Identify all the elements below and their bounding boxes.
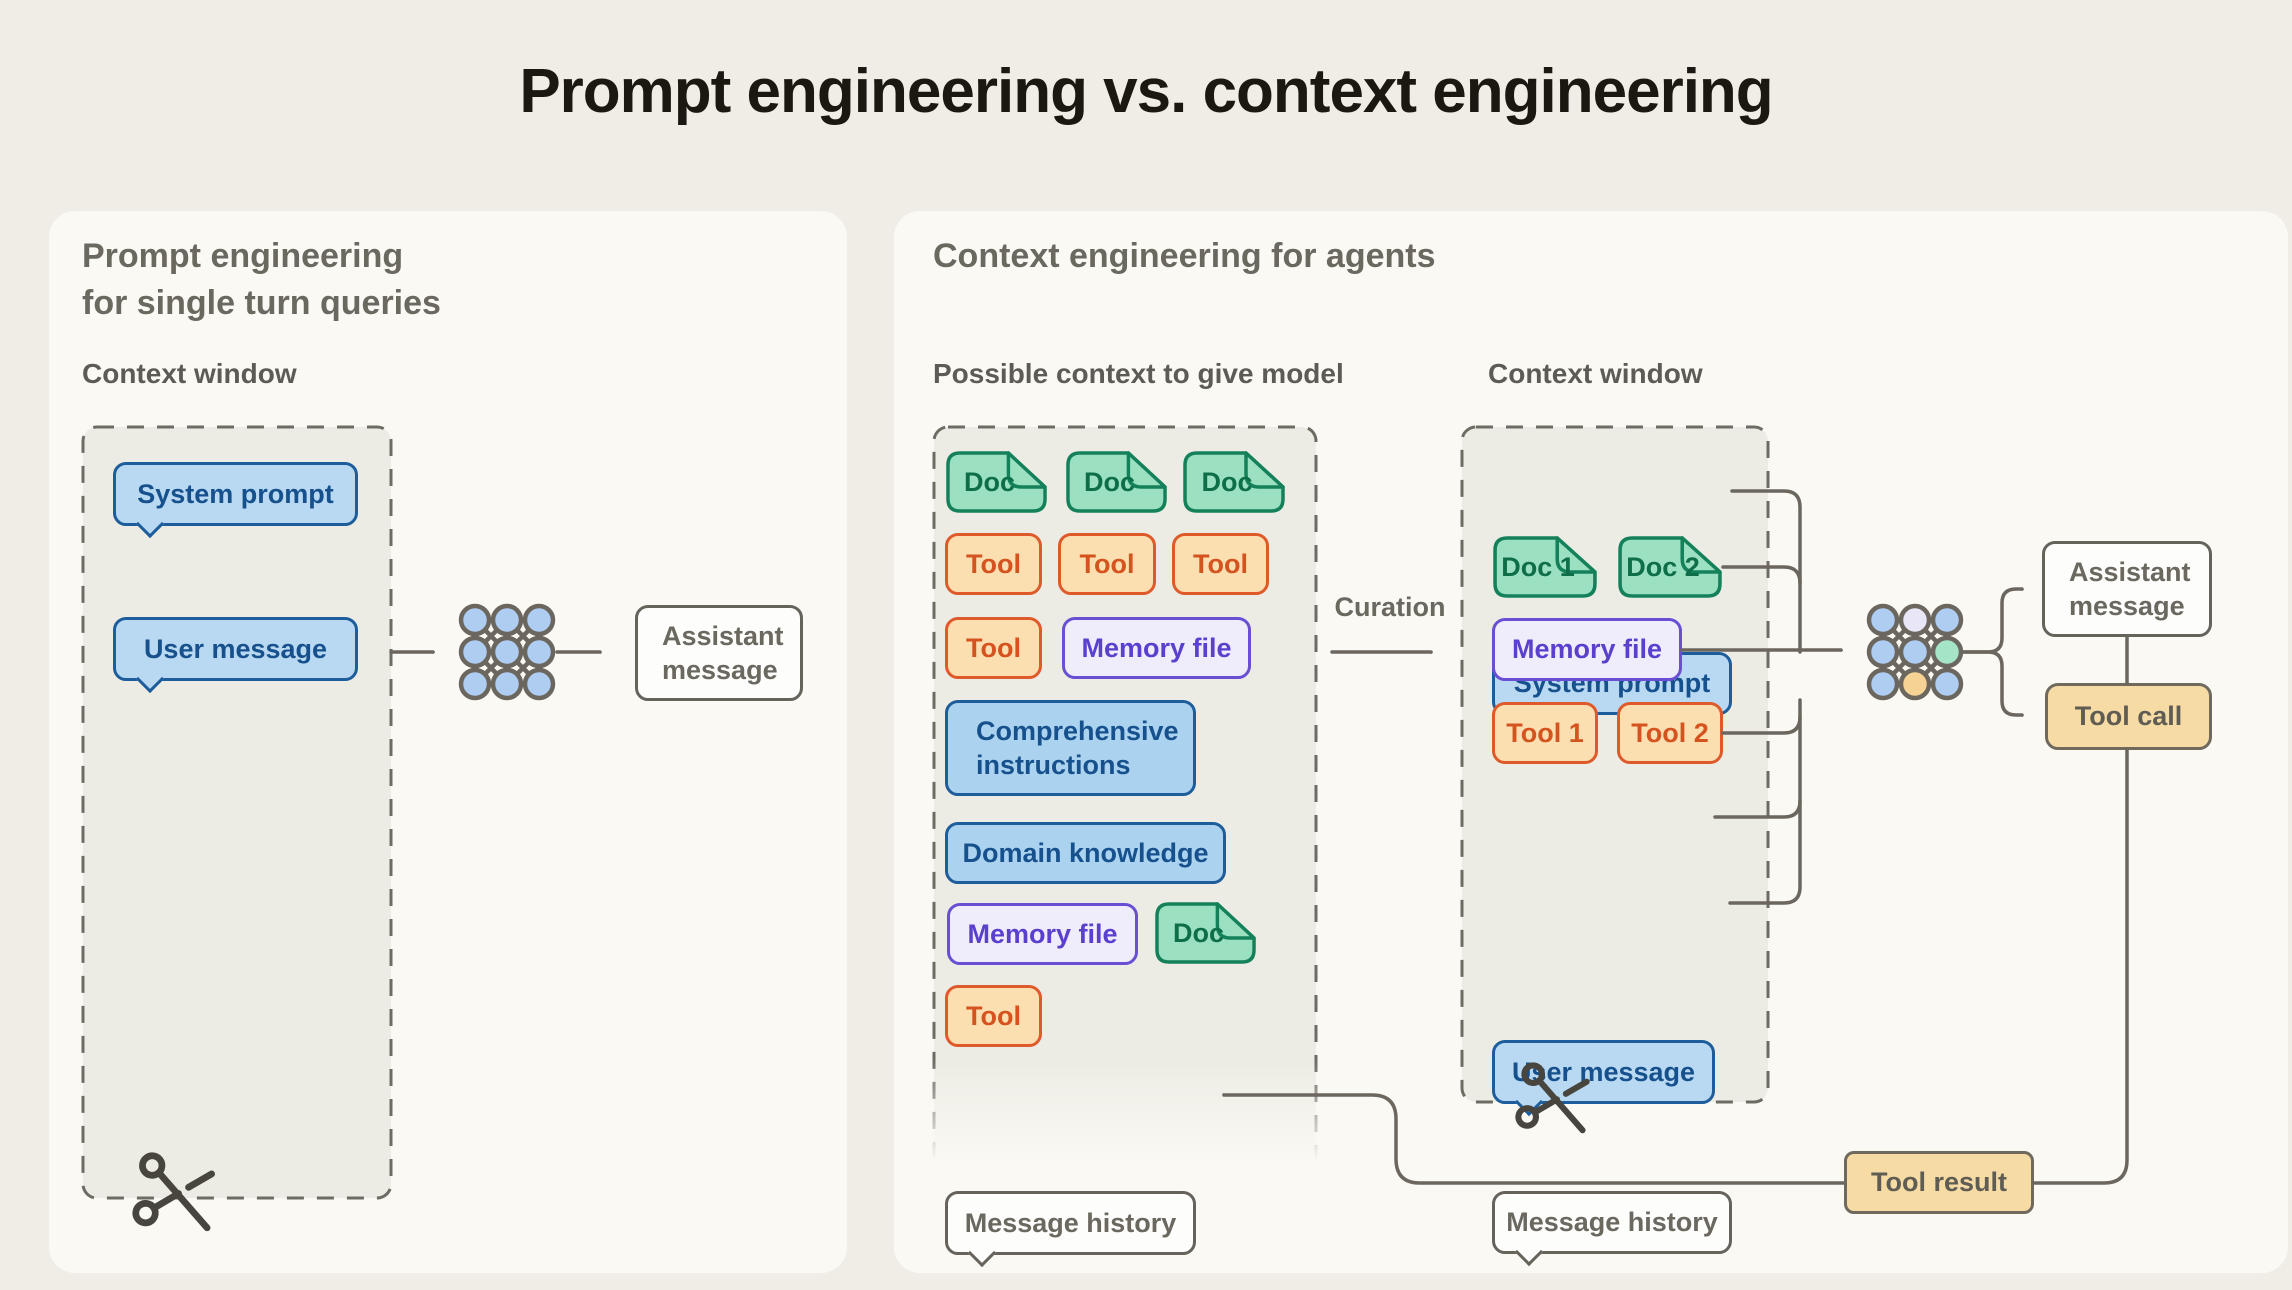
doc-icon: Doc [1182,450,1286,514]
domain-knowledge-box: Domain knowledge [945,822,1226,884]
curation-label: Curation [1334,592,1446,622]
memory-file-label: Memory file [1081,632,1232,663]
right-assistant-message: Assistant message [2042,541,2212,637]
left-assistant-message: Assistant message [635,605,803,701]
doc-icon: Doc 1 [1492,535,1598,599]
doc-icon: Doc [1154,901,1257,965]
tool-result-box: Tool result [1844,1151,2034,1214]
left-panel-heading: Prompt engineering for single turn queri… [82,237,441,322]
tool-label: Tool [966,1000,1021,1031]
right-panel-heading: Context engineering for agents [933,237,1436,275]
comprehensive-instructions-box: Comprehensive instructions [945,700,1196,796]
left-context-window-box [81,425,393,1200]
doc2-label: Doc 2 [1626,551,1700,582]
tool-call-box: Tool call [2045,683,2212,750]
possible-context-fade [926,1060,1324,1190]
memory-file-label: Memory file [967,918,1118,949]
domain-knowledge-label: Domain knowledge [962,837,1209,868]
cw-tool2-label: Tool 2 [1631,717,1709,748]
cw-user-message: User message [1492,1040,1715,1104]
comprehensive-instructions-label: Comprehensive instructions [976,716,1179,780]
tool-label: Tool [1193,548,1248,579]
tool-call-label: Tool call [2074,701,2183,731]
tool-box: Tool [945,617,1042,679]
tool-label: Tool [966,632,1021,663]
possible-context-label: Possible context to give model [933,358,1344,389]
cw-message-history: Message history [1492,1191,1732,1254]
doc-label: Doc [1201,466,1253,497]
cw-user-message-label: User message [1511,1056,1696,1087]
pool-message-history: Message history [945,1191,1196,1255]
doc-label: Doc [1083,466,1135,497]
pool-message-history-label: Message history [964,1207,1177,1238]
left-user-message: User message [113,617,358,681]
right-context-window-label: Context window [1488,358,1703,389]
page-title: Prompt engineering vs. context engineeri… [519,57,1773,126]
cw-message-history-label: Message history [1506,1207,1718,1237]
cw-memory-file: Memory file [1492,618,1682,681]
tool-box: Tool [945,985,1042,1047]
cw-tool2: Tool 2 [1617,702,1723,764]
tool-box: Tool [1172,533,1269,595]
doc1-label: Doc 1 [1501,551,1575,582]
doc-icon: Doc 2 [1617,535,1723,599]
right-context-window-box [1460,425,1770,1104]
right-assistant-message-label: Assistant message [2069,557,2191,621]
left-context-window-label: Context window [82,358,297,389]
doc-label: Doc [963,466,1015,497]
tool-box: Tool [1058,533,1156,595]
tool-box: Tool [945,533,1042,595]
cw-tool1-label: Tool 1 [1506,717,1584,748]
left-user-message-label: User message [143,633,328,664]
doc-icon: Doc [1065,450,1168,514]
doc-label: Doc [1172,917,1224,948]
memory-file-box: Memory file [1062,617,1251,679]
memory-file-box: Memory file [947,903,1138,965]
tool-label: Tool [1079,548,1135,579]
left-system-prompt: System prompt [113,462,358,526]
tool-result-label: Tool result [1870,1167,2007,1197]
doc-icon: Doc [945,450,1048,514]
cw-memory-file-label: Memory file [1511,634,1663,664]
tool-label: Tool [966,548,1021,579]
left-system-prompt-label: System prompt [137,478,334,509]
cw-tool1: Tool 1 [1492,702,1598,764]
left-assistant-message-label: Assistant message [662,621,784,685]
